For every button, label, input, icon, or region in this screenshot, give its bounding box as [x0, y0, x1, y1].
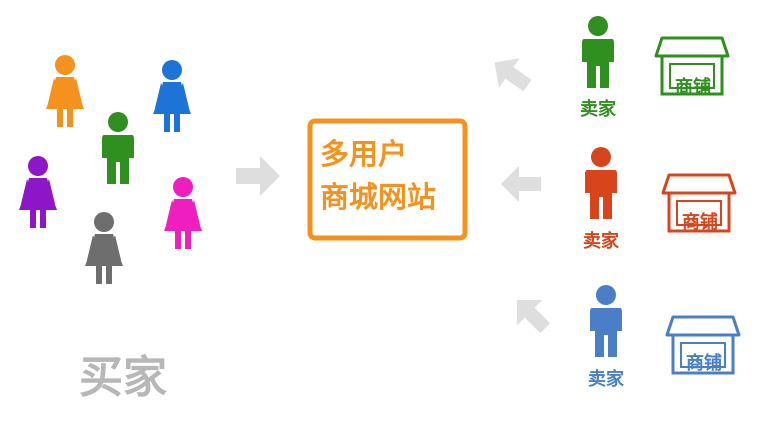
seller-2-store-label: 商铺 [682, 211, 718, 233]
buyer-figure-magenta-icon [164, 177, 202, 249]
buyer-figure-blue-icon [153, 60, 191, 132]
seller-3: 卖家 商铺 [588, 285, 741, 390]
seller-1-person-icon [582, 16, 614, 88]
arrow-right-icon [236, 156, 280, 196]
seller-2: 卖家 商铺 [583, 147, 737, 252]
seller-1: 卖家 商铺 [580, 16, 730, 120]
buyer-figure-purple-icon [19, 156, 57, 228]
seller-1-store-label: 商铺 [675, 76, 711, 98]
seller-2-store-icon [661, 173, 737, 233]
buyer-figure-gray-icon [85, 212, 123, 284]
platform-title-line1: 多用户 [320, 137, 407, 171]
seller-3-person-icon [590, 285, 622, 357]
buyer-figure-green-icon [102, 112, 134, 184]
seller-2-person-icon [585, 147, 617, 219]
platform-box: 多用户 商城网站 [307, 118, 468, 241]
seller-1-store-icon [654, 36, 730, 96]
buyers-label: 买家 [79, 352, 167, 403]
platform-title-line2: 商城网站 [320, 180, 436, 214]
buyer-figure-orange-icon [46, 55, 84, 127]
seller-3-store-icon [665, 315, 741, 375]
seller-1-label: 卖家 [580, 98, 617, 120]
seller-3-label: 卖家 [588, 368, 625, 390]
seller-2-label: 卖家 [583, 230, 620, 252]
arrow-from-seller-1-icon [494, 58, 532, 92]
seller-3-store-label: 商铺 [686, 352, 722, 374]
arrow-from-seller-3-icon [516, 299, 551, 334]
arrow-from-seller-2-icon [501, 166, 541, 202]
